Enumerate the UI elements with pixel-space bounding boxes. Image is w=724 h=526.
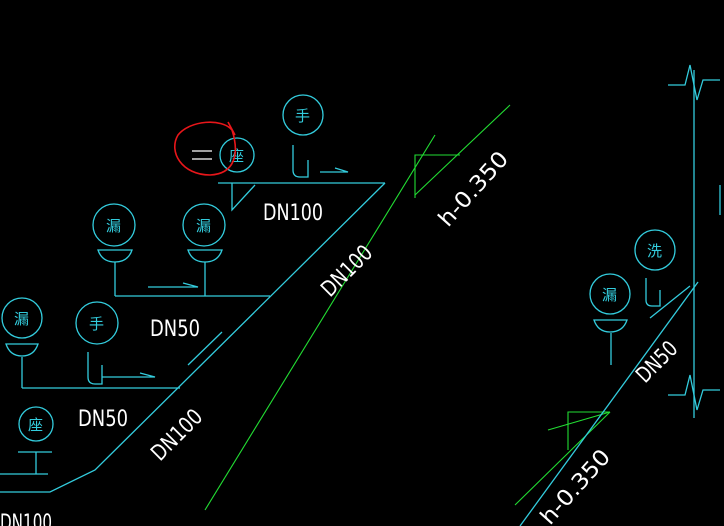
toilet-bottom: 座 <box>18 406 54 474</box>
label-dn100-bottom: DN100 <box>0 511 52 526</box>
slope-lines <box>204 104 611 511</box>
label-dn50-lower: DN50 <box>78 407 128 432</box>
label-dn50-mid: DN50 <box>150 317 200 342</box>
label-dn100-diag-lower: DN100 <box>147 405 209 467</box>
floor-drain-2: 漏 <box>182 203 226 263</box>
flow-arrow-bottom <box>102 372 156 378</box>
wash-symbol: 洗 <box>647 242 662 260</box>
toilet-top: 座 <box>192 137 255 173</box>
floor-drain-right: 漏 <box>589 273 631 333</box>
main-drain-pipe <box>0 182 386 493</box>
floor-drain-1: 漏 <box>92 203 136 263</box>
toilet-symbol: 座 <box>229 147 244 165</box>
label-elevation-upper: h-0.350 <box>434 147 514 232</box>
label-dn100-top: DN100 <box>263 201 323 226</box>
main-drain-right <box>519 281 699 526</box>
toilet-drop-top <box>231 183 256 212</box>
label-dn100-diag-upper: DN100 <box>317 241 379 303</box>
floor-drain-symbol-1: 漏 <box>106 217 121 235</box>
washbasin-mid: 手 <box>75 301 119 385</box>
label-dn50-right: DN50 <box>632 337 684 389</box>
elevation-marker-upper <box>414 154 460 198</box>
washbasin-top: 手 <box>282 94 324 178</box>
flow-arrow-mid <box>148 282 199 288</box>
riser-break-top <box>668 64 720 101</box>
label-elevation-lower: h-0.350 <box>536 445 616 526</box>
markup-circle <box>173 121 237 176</box>
riser-break-bottom <box>668 374 720 411</box>
washbasin-symbol: 手 <box>295 107 310 125</box>
washbasin-symbol-mid: 手 <box>89 315 104 333</box>
slope-line-lower-right <box>514 411 611 506</box>
flow-arrow-diag-1 <box>187 331 223 366</box>
flow-arrow-top <box>320 167 349 173</box>
wash-fixture-right: 洗 <box>634 229 676 307</box>
labels: DN100 DN100 DN50 DN50 DN100 DN100 DN50 h… <box>0 147 683 526</box>
elevation-marker-lower <box>567 411 610 450</box>
floor-drain-symbol-right: 漏 <box>602 286 617 304</box>
pipes <box>0 64 721 526</box>
floor-drain-symbol-3: 漏 <box>14 310 29 328</box>
slope-line-lower-left <box>547 411 611 431</box>
slope-line-upper-right <box>414 104 511 196</box>
floor-drain-3: 漏 <box>1 297 43 357</box>
floor-drain-symbol-2: 漏 <box>196 217 211 235</box>
slope-line-main <box>204 134 436 511</box>
toilet-symbol-bottom: 座 <box>28 416 43 434</box>
flow-arrow-right <box>649 285 691 319</box>
